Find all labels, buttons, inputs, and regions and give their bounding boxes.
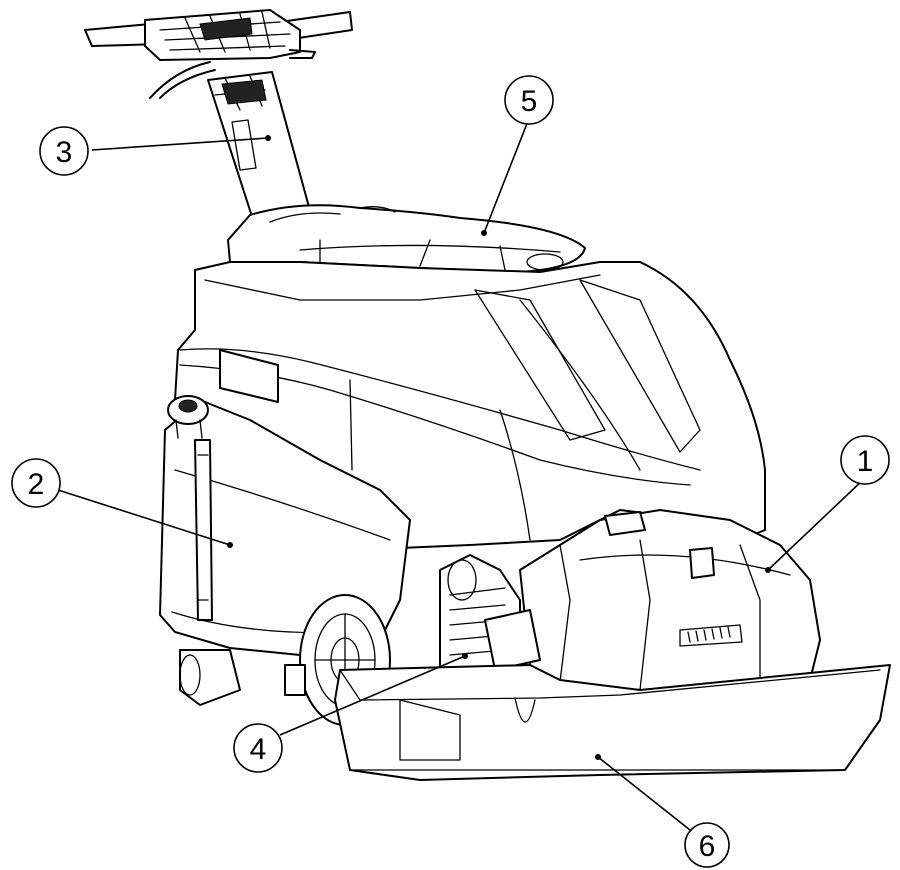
callout-5: 5 bbox=[504, 75, 554, 125]
top-lid bbox=[227, 204, 586, 273]
callout-label-5: 5 bbox=[521, 85, 538, 118]
callout-6: 6 bbox=[684, 822, 730, 868]
solution-tank bbox=[159, 395, 411, 656]
callout-1: 1 bbox=[840, 435, 890, 485]
callout-label-4: 4 bbox=[250, 733, 267, 766]
caster-wheels bbox=[179, 649, 306, 706]
handle-bar bbox=[84, 9, 353, 99]
callout-3: 3 bbox=[39, 126, 89, 176]
callout-label-3: 3 bbox=[56, 136, 73, 169]
callout-4: 4 bbox=[233, 723, 283, 773]
handle-column bbox=[207, 71, 313, 227]
brush-drive bbox=[439, 554, 541, 691]
main-body bbox=[174, 261, 766, 549]
front-bumper-squeegee bbox=[334, 664, 891, 781]
callout-label-6: 6 bbox=[699, 830, 716, 863]
callout-label-1: 1 bbox=[857, 445, 874, 478]
leader-lines bbox=[57, 120, 866, 831]
callout-2: 2 bbox=[11, 458, 61, 508]
callout-label-2: 2 bbox=[28, 468, 45, 501]
